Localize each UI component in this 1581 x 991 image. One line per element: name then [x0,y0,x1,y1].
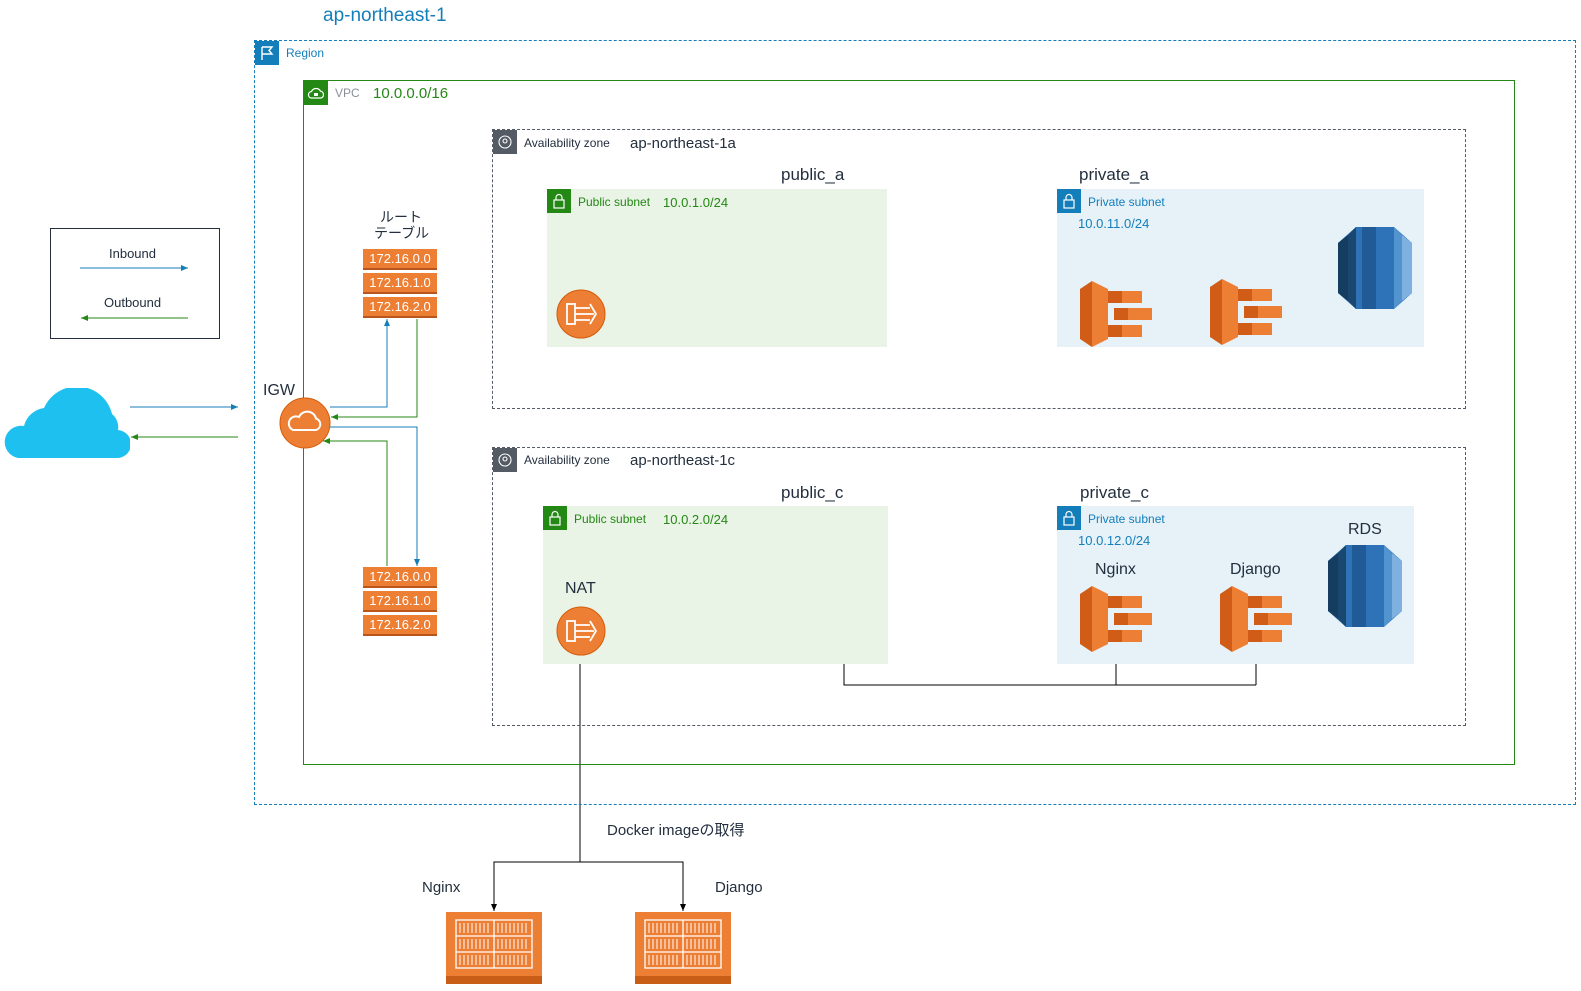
route-table-2-to-igw-arrow [323,438,388,566]
az-a-container [492,129,1466,409]
route-table-row: 172.16.0.0 [363,249,437,270]
vpc-cidr: 10.0.0.0/16 [373,85,449,102]
route-table-label-line1: ルート [380,209,422,225]
region-name: ap-northeast-1 [323,5,447,26]
route-table-to-igw-arrow [331,319,418,420]
vpc-label: VPC [335,86,360,100]
docker-image-label: Docker imageの取得 [607,822,745,839]
nat-label: NAT [565,580,596,597]
private-c-cidr: 10.0.12.0/24 [1078,533,1151,548]
route-table-row: 172.16.1.0 [363,273,437,294]
private-a-title: private_a [1079,165,1149,184]
private-c-type: Private subnet [1088,512,1165,526]
route-table-label-line2: テーブル [374,225,430,241]
nat-gateway-icon [556,606,606,656]
nat-gateway-icon [556,289,606,339]
legend-outbound-label: Outbound [104,295,162,310]
route-table-2-row: 172.16.1.0 [363,591,437,612]
nginx-label: Nginx [1095,561,1136,578]
registry-nginx-label: Nginx [422,879,461,896]
registry-django-label: Django [715,879,763,896]
igw-to-route-table-2-arrow [330,426,420,566]
container-registry-icon [635,912,731,984]
rds-label: RDS [1348,521,1382,538]
az-a-label: Availability zone [524,136,610,150]
rds-icon [1338,227,1412,309]
region-label: Region [286,46,325,60]
az-a-name: ap-northeast-1a [630,135,736,152]
igw-label: IGW [263,382,295,399]
az-pin-icon [493,448,517,472]
flag-icon [255,41,279,65]
igw-to-route-table-arrow [330,319,390,408]
public-c-cidr: 10.0.2.0/24 [663,512,729,527]
internet-gateway-icon [279,397,331,449]
az-c-container [492,447,1466,726]
route-table-row: 172.16.2.0 [363,297,437,318]
lock-icon [543,506,567,530]
public-c-title: public_c [781,483,844,502]
ecs-icon [1210,279,1282,345]
az-c-name: ap-northeast-1c [630,452,736,469]
public-c-type: Public subnet [574,512,647,526]
vpc-cloud-lock-icon [304,81,328,105]
container-registry-icon [446,912,542,984]
ecs-icon [1080,281,1152,347]
private-a-cidr: 10.0.11.0/24 [1078,216,1150,231]
private-c-title: private_c [1080,483,1149,502]
public-a-title: public_a [781,165,845,184]
region-container [254,40,1576,805]
ecs-icon [1080,586,1152,652]
public-a-type: Public subnet [578,195,651,209]
rds-icon [1328,545,1402,627]
route-table-2-row: 172.16.2.0 [363,615,437,636]
internet-cloud-icon [2,386,132,460]
lock-icon [547,189,571,213]
registry-django-arrow [580,861,686,911]
az-c-label: Availability zone [524,453,610,467]
route-table-2-row: 172.16.0.0 [363,567,437,588]
private-a-type: Private subnet [1088,195,1165,209]
lock-icon [1057,506,1081,530]
ecs-icon [1220,586,1292,652]
public-a-cidr: 10.0.1.0/24 [663,195,729,210]
legend-box [50,228,220,339]
django-label: Django [1230,561,1281,578]
legend-inbound-label: Inbound [109,246,156,261]
lock-icon [1057,189,1081,213]
az-pin-icon [493,130,517,154]
registry-nginx-arrow [491,861,580,911]
